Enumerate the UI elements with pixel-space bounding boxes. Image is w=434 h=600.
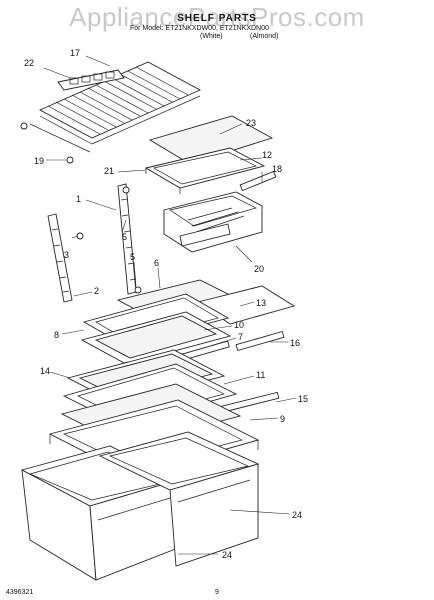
meat-pan-drawer — [163, 170, 277, 253]
callout-11: 11 — [256, 370, 265, 380]
callout-19: 19 — [34, 156, 44, 166]
callout-6: 6 — [154, 258, 159, 268]
callout-14: 14 — [40, 366, 50, 376]
callout-12: 12 — [262, 150, 272, 160]
callout-17: 17 — [70, 48, 80, 58]
callout-1: 1 — [76, 194, 81, 204]
callout-16: 16 — [290, 338, 300, 348]
leader-lines — [43, 55, 297, 555]
crisper-drawer-right — [98, 431, 260, 567]
color-white-label: (White) — [200, 33, 223, 40]
shelf-ladder-left — [47, 213, 84, 303]
color-almond-label: (Almond) — [250, 33, 279, 40]
callout-10: 10 — [234, 320, 244, 330]
callout-24-left: 24 — [222, 550, 232, 560]
callout-15: 15 — [298, 394, 308, 404]
callout-5-upper: 5 — [122, 232, 127, 242]
callout-18: 18 — [272, 164, 282, 174]
callout-8: 8 — [54, 330, 59, 340]
document-number: 4396321 — [6, 589, 34, 596]
shelf-ladder-right — [117, 183, 142, 295]
callout-labels: 22 17 23 12 18 21 19 20 1 3 5 6 5 2 13 8… — [24, 48, 308, 560]
wire-shelf — [20, 61, 202, 164]
callout-3: 3 — [64, 250, 69, 260]
callout-22: 22 — [24, 58, 34, 68]
crisper-cover-glass — [148, 115, 274, 165]
callout-9: 9 — [280, 414, 285, 424]
meat-pan-frame — [144, 147, 266, 194]
callout-21: 21 — [104, 166, 114, 176]
callout-2: 2 — [94, 286, 99, 296]
glass-shelf-upper — [80, 279, 296, 370]
callout-7: 7 — [238, 332, 243, 342]
callout-13: 13 — [256, 298, 266, 308]
callout-23: 23 — [246, 118, 256, 128]
callout-5-lower: 5 — [130, 252, 135, 262]
callout-20: 20 — [254, 264, 264, 274]
page-number: 9 — [215, 589, 219, 596]
watermark: AppliancePartsPros.com — [69, 2, 365, 32]
model-subtitle: For Model: ET21NKXDW00, ET21NKXDN00 — [130, 25, 269, 32]
callout-24-right: 24 — [292, 510, 302, 520]
page-title: SHELF PARTS — [177, 13, 257, 24]
